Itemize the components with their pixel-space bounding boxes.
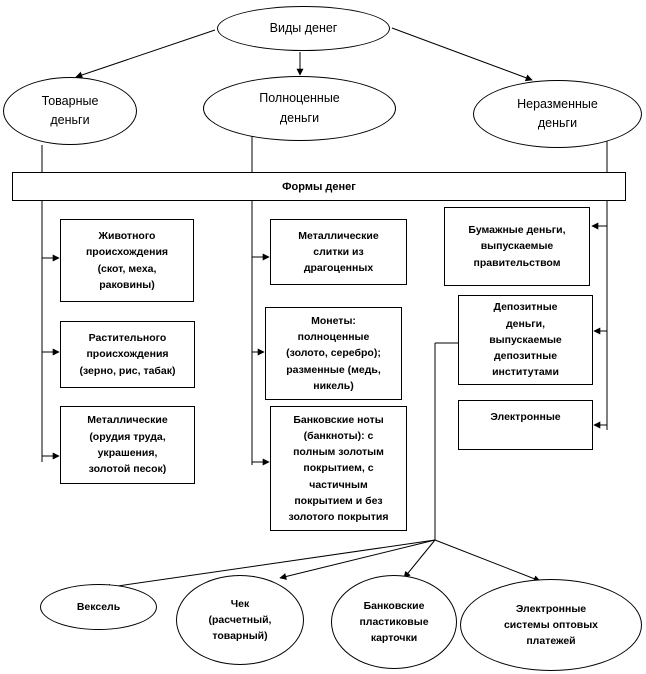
arrow-deposit-2 <box>279 539 436 580</box>
form-label-metal-commodity: Металлические (орудия труда, украшения, … <box>87 414 168 476</box>
form-box-banknotes: Банковские ноты (банкноты): с полным зол… <box>270 406 407 531</box>
root-node: Виды денег <box>217 6 390 51</box>
instrument-node-wholesale: Электронные системы оптовых платежей <box>460 579 642 671</box>
instrument-node-bill: Вексель <box>40 584 157 630</box>
form-label-deposit-money: Депозитные деньги, выпускаемые депозитны… <box>489 301 562 379</box>
arrow-root-fiat <box>391 27 533 82</box>
form-label-bullion: Металлические слитки из драгоценных <box>298 229 379 275</box>
form-box-coins: Монеты: полноценные (золото, серебро); р… <box>265 307 402 400</box>
form-label-paper-money: Бумажные деньги, выпускаемые правительст… <box>468 224 566 269</box>
arrow-deposit-4 <box>434 539 541 582</box>
form-label-banknotes: Банковские ноты (банкноты): с полным зол… <box>288 413 389 524</box>
type-node-fiat: Неразменные деньги <box>473 80 642 148</box>
type-label-commodity: Товарные деньги <box>41 93 99 127</box>
forms-bar: Формы денег <box>12 172 626 201</box>
instrument-node-cheque: Чек (расчетный, товарный) <box>176 575 304 665</box>
forms-bar-label: Формы денег <box>282 180 356 193</box>
form-box-animal: Животного происхождения (скот, меха, рак… <box>60 219 194 302</box>
instrument-label-cheque: Чек (расчетный, товарный) <box>208 597 272 643</box>
instrument-label-cards: Банковские пластиковые карточки <box>359 599 429 645</box>
form-label-plant: Растительного происхождения (зерно, рис,… <box>79 332 176 377</box>
instrument-node-cards: Банковские пластиковые карточки <box>331 575 457 669</box>
form-box-electronic: Электронные <box>458 400 593 450</box>
form-box-paper-money: Бумажные деньги, выпускаемые правительст… <box>444 207 590 286</box>
arrow-deposit-3 <box>403 539 436 579</box>
form-label-animal: Животного происхождения (скот, меха, рак… <box>85 229 169 291</box>
form-box-bullion: Металлические слитки из драгоценных <box>270 219 407 285</box>
form-box-deposit-money: Депозитные деньги, выпускаемые депозитны… <box>458 295 593 385</box>
type-label-fullvalue: Полноценные деньги <box>259 91 340 125</box>
root-label: Виды денег <box>269 20 338 35</box>
form-box-metal-commodity: Металлические (орудия труда, украшения, … <box>60 406 195 484</box>
form-label-coins: Монеты: полноценные (золото, серебро); р… <box>286 314 381 392</box>
arrow-root-commodity <box>75 29 216 79</box>
type-node-commodity: Товарные деньги <box>3 77 137 145</box>
form-label-electronic: Электронные <box>490 411 561 423</box>
instrument-label-wholesale: Электронные системы оптовых платежей <box>503 602 599 648</box>
type-label-fiat: Неразменные деньги <box>517 96 598 130</box>
form-box-plant: Растительного происхождения (зерно, рис,… <box>60 321 195 388</box>
type-node-fullvalue: Полноценные деньги <box>203 76 396 141</box>
arrow-deposit-1 <box>103 539 436 591</box>
instrument-label-bill: Вексель <box>76 600 121 613</box>
